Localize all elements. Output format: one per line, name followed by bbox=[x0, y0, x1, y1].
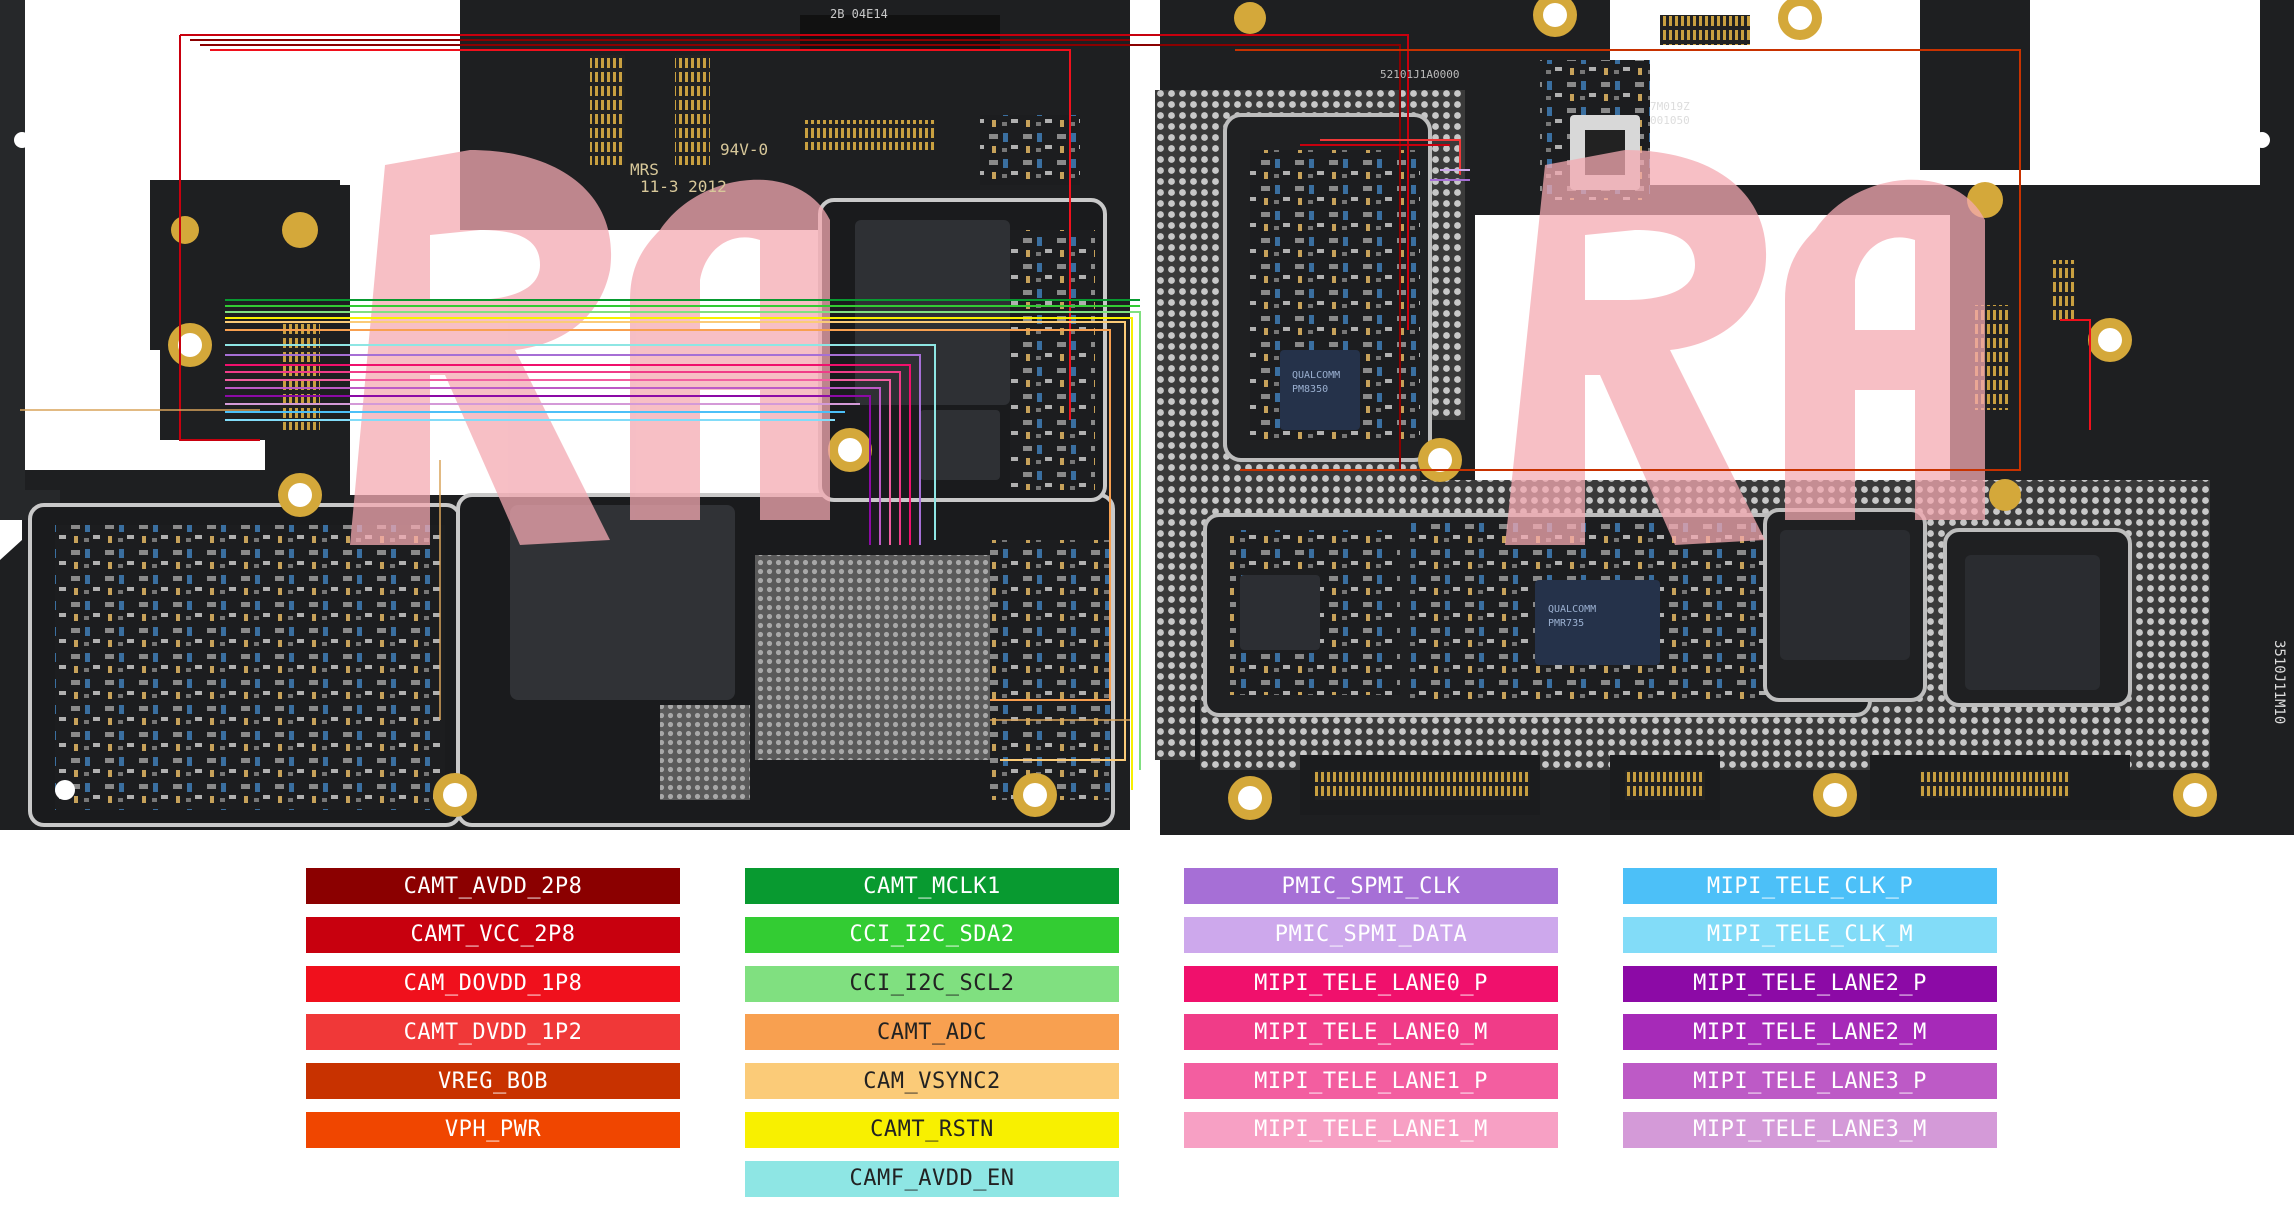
silkscreen-text: 3510J11M10 bbox=[2271, 640, 2287, 724]
legend-item: CAMT_AVDD_2P8 bbox=[306, 868, 680, 904]
silkscreen-text: 001050 bbox=[1650, 114, 1690, 127]
legend-item: CAMT_VCC_2P8 bbox=[306, 916, 680, 953]
silkscreen-text: 11-3 2012 bbox=[640, 177, 727, 196]
legend-item: CAMF_AVDD_EN bbox=[745, 1160, 1119, 1197]
legend-item: CCI_I2C_SDA2 bbox=[745, 916, 1119, 953]
legend-item: MIPI_TELE_LANE0_P bbox=[1184, 965, 1558, 1002]
legend-column-pmic-mipi: PMIC_SPMI_CLK PMIC_SPMI_DATA MIPI_TELE_LAN… bbox=[1184, 868, 1558, 1161]
legend-item: MIPI_TELE_LANE3_M bbox=[1623, 1111, 1997, 1148]
legend-item: CAMT_DVDD_1P2 bbox=[306, 1014, 680, 1051]
legend-item: PMIC_SPMI_CLK bbox=[1184, 868, 1558, 904]
legend-item: VREG_BOB bbox=[306, 1063, 680, 1100]
chip-marking: PMR735 bbox=[1548, 618, 1584, 629]
legend-item: MIPI_TELE_CLK_M bbox=[1623, 916, 1997, 953]
legend-item: CAMT_ADC bbox=[745, 1014, 1119, 1051]
legend-item: CAMT_RSTN bbox=[745, 1111, 1119, 1148]
legend-item: MIPI_TELE_LANE2_P bbox=[1623, 965, 1997, 1002]
legend-item: MIPI_TELE_CLK_P bbox=[1623, 868, 1997, 904]
legend-item: PMIC_SPMI_DATA bbox=[1184, 916, 1558, 953]
silkscreen-text: 52101J1A0000 bbox=[1380, 68, 1459, 81]
pcb-board-diagram: 94V-0 MRS 11-3 2012 2B 04E14 52101J1A000… bbox=[0, 0, 2294, 835]
chip-marking: QUALCOMM bbox=[1292, 370, 1340, 381]
legend-item: MIPI_TELE_LANE0_M bbox=[1184, 1014, 1558, 1051]
legend-item: CCI_I2C_SCL2 bbox=[745, 965, 1119, 1002]
chip-marking: QUALCOMM bbox=[1548, 604, 1596, 615]
silkscreen-text: 2B 04E14 bbox=[830, 7, 888, 21]
legend-item: CAMT_MCLK1 bbox=[745, 868, 1119, 904]
silkscreen-text: 94V-0 bbox=[720, 140, 768, 159]
silkscreen-text: MRS bbox=[630, 160, 659, 179]
chip-marking: PM8350 bbox=[1292, 384, 1328, 395]
legend-item: MIPI_TELE_LANE2_M bbox=[1623, 1014, 1997, 1051]
silkscreen-text: 7M019Z bbox=[1650, 100, 1690, 113]
legend-item: MIPI_TELE_LANE1_P bbox=[1184, 1063, 1558, 1100]
legend-item: MIPI_TELE_LANE3_P bbox=[1623, 1063, 1997, 1100]
legend-item: VPH_PWR bbox=[306, 1111, 680, 1148]
legend-item: MIPI_TELE_LANE1_M bbox=[1184, 1111, 1558, 1148]
legend-item: CAM_DOVDD_1P8 bbox=[306, 965, 680, 1002]
legend-item: CAM_VSYNC2 bbox=[745, 1063, 1119, 1100]
legend-column-mipi-tele: MIPI_TELE_CLK_P MIPI_TELE_CLK_M MIPI_TELE_… bbox=[1623, 868, 1997, 1161]
